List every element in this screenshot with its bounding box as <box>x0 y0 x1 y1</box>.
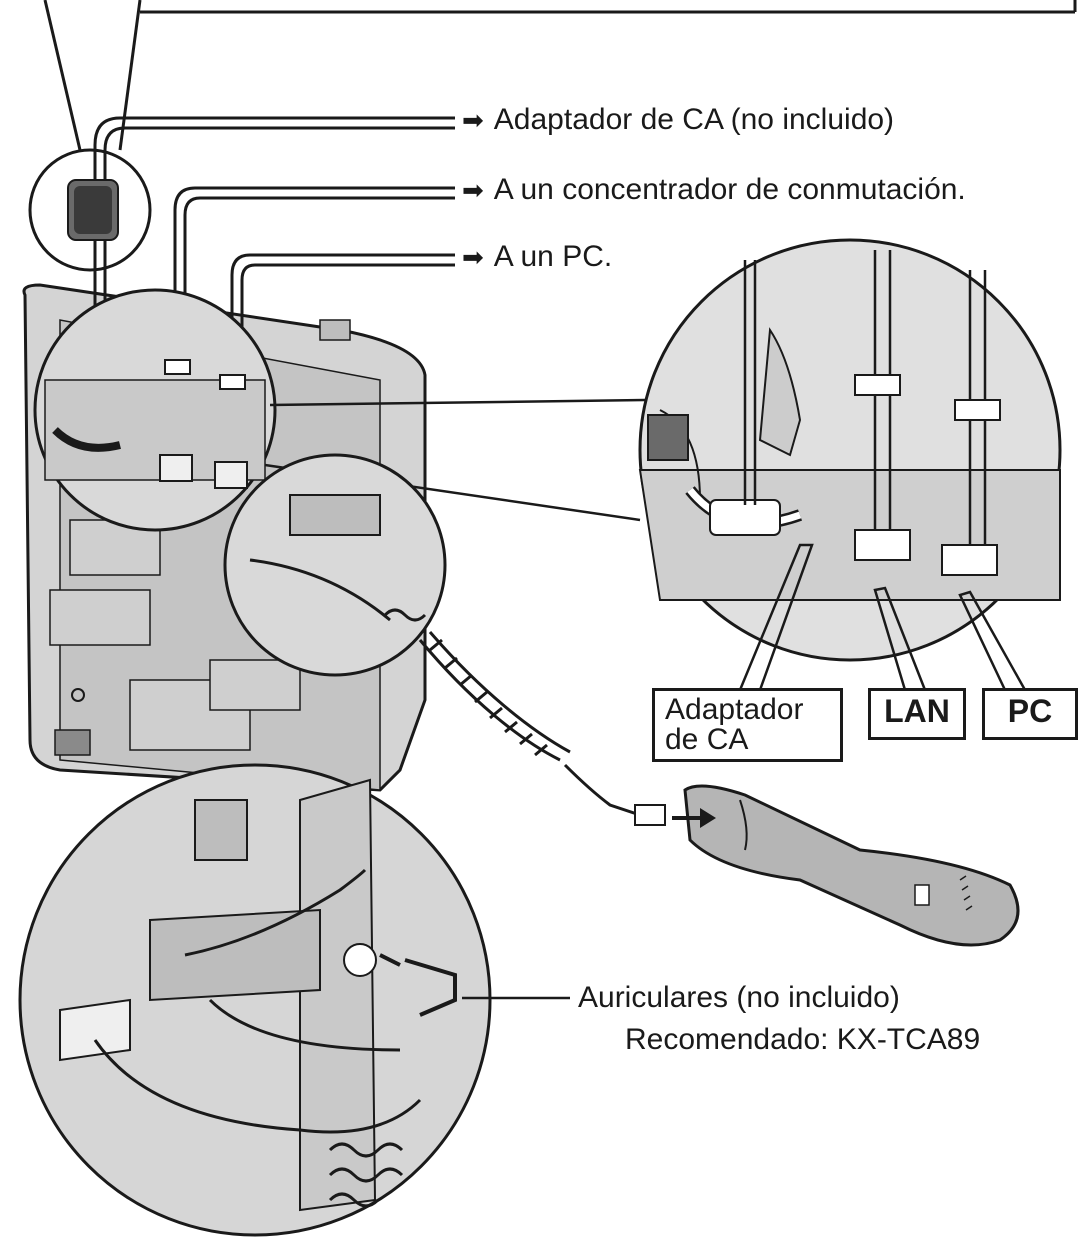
callout-ac-adapter-text: Adaptador de CA (no incluido) <box>493 103 895 136</box>
headset-jack-detail <box>18 763 492 1237</box>
headset-label: Auriculares (no incluido) <box>578 981 900 1014</box>
right-arrow-icon: ➡ <box>462 242 484 272</box>
ferrite-core-detail <box>28 148 152 272</box>
port-label-lan: LAN <box>868 688 966 740</box>
handset-jack-detail <box>223 453 447 677</box>
headset-recommended: Recomendado: KX-TCA89 <box>625 1023 981 1056</box>
port-zoom-detail <box>638 238 1062 662</box>
callout-pc-text: A un PC. <box>493 240 613 273</box>
cables-top <box>93 116 455 470</box>
right-arrow-icon: ➡ <box>462 105 484 135</box>
port-label-ac-line2: de CA <box>665 723 749 756</box>
base-port-detail <box>33 288 277 532</box>
handset <box>672 784 1020 947</box>
coiled-cord <box>418 631 666 826</box>
port-label-lan-text: LAN <box>884 693 950 729</box>
port-label-pc: PC <box>982 688 1078 740</box>
right-arrow-icon: ➡ <box>462 175 484 205</box>
port-leaders <box>738 543 1027 691</box>
callout-pc: ➡ A un PC. <box>462 240 612 274</box>
callout-switching-hub-text: A un concentrador de conmutación. <box>493 173 966 206</box>
port-label-ac-adapter: Adaptador de CA <box>652 688 843 762</box>
ferrite-leader <box>43 0 1077 151</box>
callout-switching-hub: ➡ A un concentrador de conmutación. <box>462 173 966 207</box>
port-label-pc-text: PC <box>1007 693 1053 729</box>
port-label-ac-line1: Adaptador <box>665 693 804 726</box>
callout-ac-adapter: ➡ Adaptador de CA (no incluido) <box>462 103 894 137</box>
